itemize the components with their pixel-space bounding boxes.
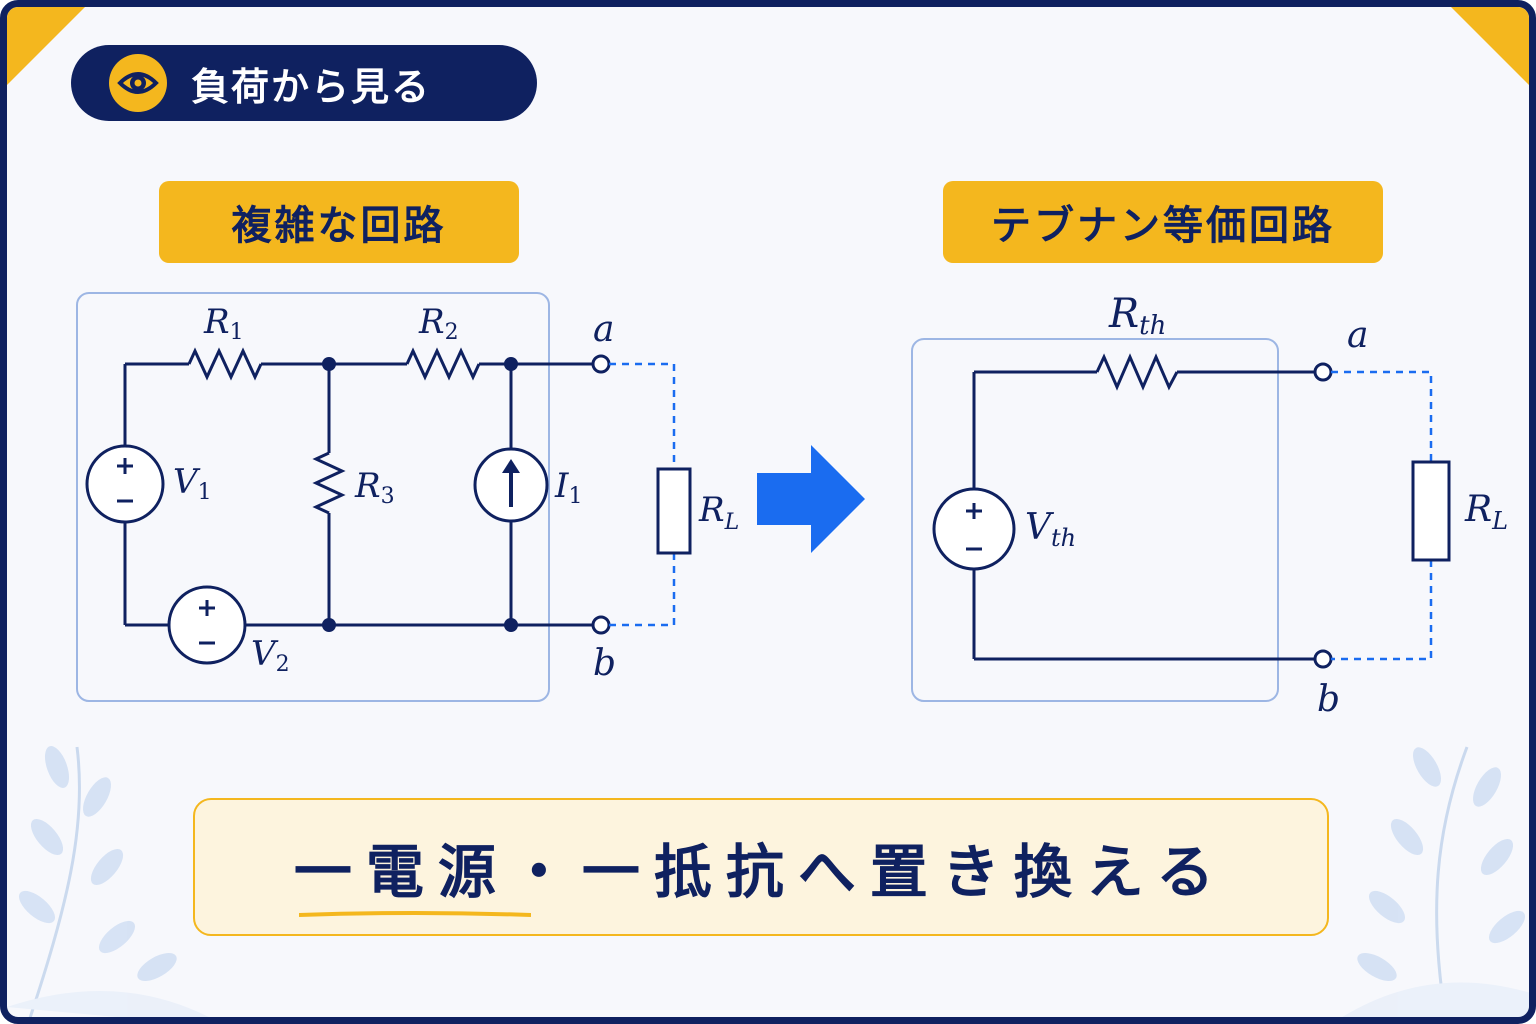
r2-resistor — [405, 347, 481, 381]
eye-icon — [117, 72, 159, 94]
leaf-decoration-right — [1342, 746, 1529, 1017]
rl-resistor-left — [656, 467, 692, 555]
header-pill: 負荷から見る — [71, 45, 537, 121]
r1-resistor — [187, 347, 263, 381]
terminal-a-right-label: a — [1347, 315, 1368, 356]
header-title: 負荷から見る — [191, 64, 432, 109]
label-complex-circuit: 複雑な回路 — [159, 181, 519, 263]
terminal-a-right — [1313, 362, 1333, 382]
v2-source — [167, 585, 247, 665]
v1-label: V1 — [173, 462, 212, 505]
rl-label-left: RL — [698, 490, 739, 535]
circuit-diagrams: R1 R2 R3 V1 V2 I1 RL a b — [76, 291, 1508, 720]
rth-resistor — [1095, 353, 1179, 391]
i1-label: I1 — [554, 466, 582, 509]
label-thevenin-circuit: テブナン等価回路 — [943, 181, 1383, 263]
transform-arrow — [757, 445, 865, 553]
label-thevenin-circuit-text: テブナン等価回路 — [991, 203, 1335, 249]
v1-source — [85, 444, 165, 524]
rl-resistor-right — [1411, 460, 1451, 562]
complex-circuit-wires — [123, 347, 595, 627]
eye-badge — [109, 54, 167, 112]
thevenin-circuit-wires — [972, 353, 1315, 661]
junction-dots — [322, 357, 518, 632]
r1-label: R1 — [203, 302, 244, 345]
terminal-b-right — [1313, 649, 1333, 669]
i1-current-source — [473, 447, 549, 523]
v2-label: V2 — [251, 634, 290, 677]
vth-label: Vth — [1025, 507, 1076, 552]
leaf-decoration — [7, 746, 1529, 1017]
corner-accent-top-right — [1451, 7, 1529, 85]
r3-resistor — [312, 451, 346, 515]
terminal-a-left — [591, 354, 611, 374]
leaf-decoration-left — [7, 746, 209, 1017]
terminal-a-left-label: a — [593, 309, 614, 350]
summary-text: 一電源・一抵抗へ置き換える — [293, 838, 1229, 906]
r2-label: R2 — [418, 302, 459, 345]
load-wire-right — [1331, 370, 1433, 661]
vth-source — [932, 487, 1016, 571]
terminal-b-left — [591, 615, 611, 635]
load-wire-left — [609, 362, 676, 627]
r3-label: R3 — [354, 466, 395, 509]
rth-label: Rth — [1108, 291, 1166, 341]
complex-circuit-box — [76, 292, 550, 702]
summary-underline — [299, 911, 531, 917]
rl-label-right: RL — [1464, 489, 1508, 535]
thevenin-circuit-box — [911, 338, 1279, 702]
terminal-b-left-label: b — [593, 643, 616, 684]
terminal-b-right-label: b — [1317, 679, 1340, 720]
label-complex-circuit-text: 複雑な回路 — [231, 203, 447, 249]
